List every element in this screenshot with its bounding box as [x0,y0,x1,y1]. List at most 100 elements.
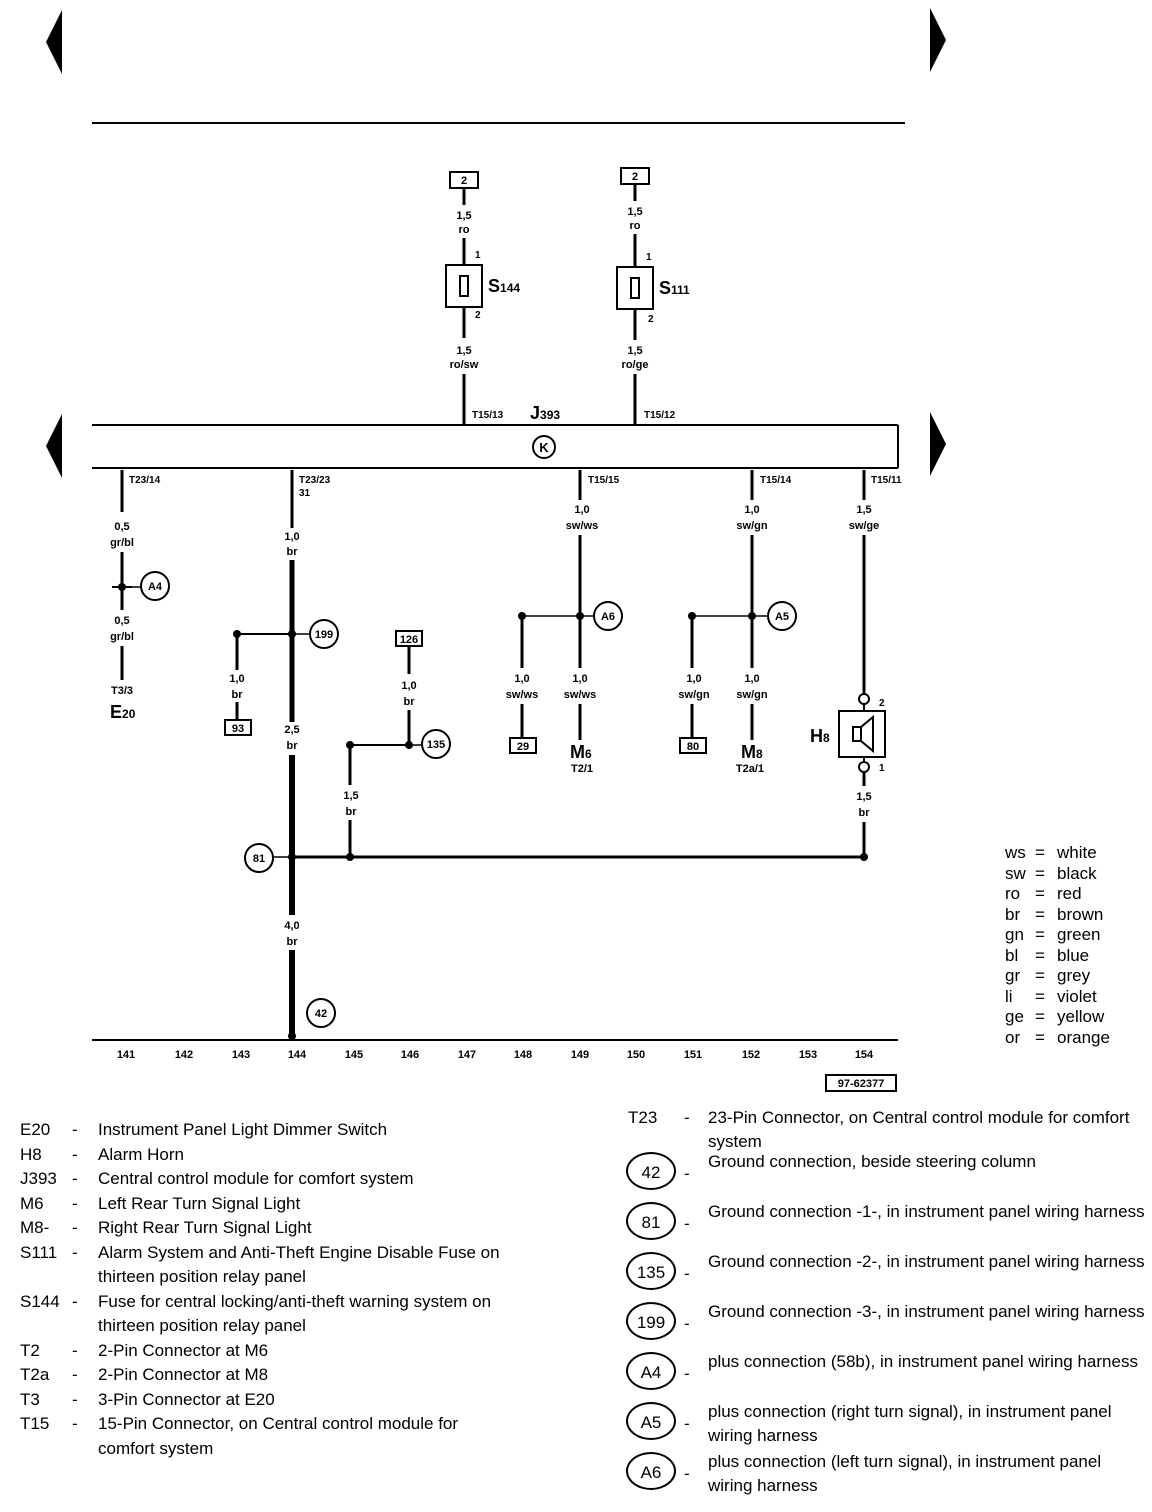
color-eq: = [1035,986,1045,1006]
legend-desc: Ground connection -3-, in instrument pan… [708,1302,1145,1321]
module-j393: J393 K [92,403,899,469]
e20-size: 0,5 [114,615,129,627]
s144-out-size: 1,5 [456,345,471,357]
m6-left-size: 1,0 [514,673,529,685]
legend-desc: Ground connection, beside steering colum… [708,1152,1036,1171]
legend-code: T23 [628,1108,658,1127]
m6-left-color: sw/ws [506,689,538,701]
color-eq: = [1035,843,1045,862]
gb-left-color: br [232,689,244,701]
prev-section-arrow-icon[interactable] [46,414,62,478]
out-connector-t15-15: T15/15 [588,475,620,486]
out-connector-t23-23: T23/23 [299,475,331,486]
color-code-row: sw=black [1005,864,1110,885]
legend-code: T3 [20,1389,40,1409]
g135-size: 1,0 [401,680,416,692]
gb-main-color: br [287,740,299,752]
next-page-arrow-icon[interactable] [930,8,946,72]
legend-desc: Alarm System and Anti-Theft Engine Disab… [98,1242,500,1287]
color-code: li [1005,986,1013,1006]
legend-dash: - [684,1414,690,1433]
column-number: 144 [288,1049,307,1061]
color-eq: = [1035,863,1045,883]
color-name: red [1057,884,1082,903]
plus-a5-icon [767,601,797,631]
legend-desc: Right Rear Turn Signal Light [98,1218,312,1237]
legend-symbol: A5 [626,1402,676,1440]
out-color-t23-14: gr/bl [110,537,134,549]
s144-in-color: ro [459,224,470,236]
m6-branch: T15/15 1,0 sw/ws A6 1,0 sw/ws 29 1,0 sw/… [506,470,623,775]
e20-name: E20 [110,702,136,722]
legend-dash: - [72,1120,78,1139]
plus-a4-icon [140,571,170,601]
h8-name: H8 [810,726,830,746]
legend-desc: Left Rear Turn Signal Light [98,1193,301,1213]
legend-dash: - [684,1264,690,1283]
m6-left-box: 29 [517,741,529,753]
legend-row: M6-Left Rear Turn Signal Light [20,1192,518,1217]
color-name: white [1057,843,1097,862]
legend-code: T2a [20,1365,50,1384]
column-number: 151 [684,1049,702,1061]
color-code: br [1005,904,1021,924]
legend-dash: - [72,1193,78,1213]
out-color-t23-23: br [287,546,299,558]
color-eq: = [1035,1007,1045,1026]
legend-dash: - [72,1291,78,1311]
color-name: violet [1057,986,1097,1006]
color-code-row: gn=green [1005,925,1110,946]
m6-connector: T2/1 [571,763,593,775]
s144-out-color: ro/sw [450,359,479,371]
ground-135-branch: 126 1,0 br 135 1,5 br [343,630,451,857]
j393-symbol-label: K [539,440,549,455]
legend-code: S144 [20,1291,60,1311]
legend-desc: Central control module for comfort syste… [98,1169,414,1188]
color-name: grey [1057,966,1091,985]
legend-dash: - [684,1164,690,1183]
column-number: 148 [514,1049,532,1061]
fuse-s111: 2 1,5 ro 1 S111 2 1,5 ro/ge T15/12 [616,167,690,425]
s111-out-size: 1,5 [627,345,642,357]
color-code: or [1005,1027,1021,1047]
fuse-s144: 2 1,5 ro 1 S144 2 1,5 ro/sw T15/13 [445,171,520,425]
legend-symbol: A6 [626,1452,676,1490]
legend-code: T15 [20,1414,50,1433]
color-name: orange [1057,1027,1110,1047]
s144-in-size: 1,5 [456,210,471,222]
legend-symbol: 135 [626,1252,676,1290]
ground-42-label: 42 [315,1008,327,1020]
g135-box: 126 [400,634,418,646]
legend-row: M8--Right Rear Turn Signal Light [20,1216,518,1241]
next-section-arrow-icon[interactable] [930,412,946,476]
color-eq: = [1035,904,1045,924]
h8-size: 1,5 [856,791,871,803]
plus-a4-label: A4 [148,581,163,593]
legend-desc: Ground connection -2-, in instrument pan… [708,1252,1145,1271]
m8-left-box: 80 [687,741,699,753]
legend-desc: Fuse for central locking/anti-theft warn… [98,1291,492,1336]
s111-supply-box-label: 2 [632,171,638,183]
ground-42-icon [306,998,336,1028]
legend-row: T15-15-Pin Connector, on Central control… [20,1412,518,1461]
legend-dash: - [684,1364,690,1383]
color-code: ws [1005,843,1026,862]
legend-row: S111-Alarm System and Anti-Theft Engine … [20,1241,518,1290]
legend-row: J393-Central control module for comfort … [20,1167,518,1192]
out-size-t15-14: 1,0 [744,504,759,516]
out-size-t15-11: 1,5 [856,504,871,516]
color-eq: = [1035,1027,1045,1047]
column-number: 152 [742,1049,760,1061]
out-connector-t23-14: T23/14 [129,475,161,486]
out-connector-t15-14: T15/14 [760,475,792,486]
legend-row: T2-2-Pin Connector at M6 [20,1339,518,1364]
s111-in-color: ro [630,220,641,232]
prev-page-arrow-icon[interactable] [46,10,62,74]
m8-left-size: 1,0 [686,673,701,685]
m8-size: 1,0 [744,673,759,685]
color-eq: = [1035,884,1045,903]
h8-pin-bottom: 1 [879,763,885,774]
plus-a5-label: A5 [775,611,789,623]
s111-connector: T15/12 [644,410,676,421]
